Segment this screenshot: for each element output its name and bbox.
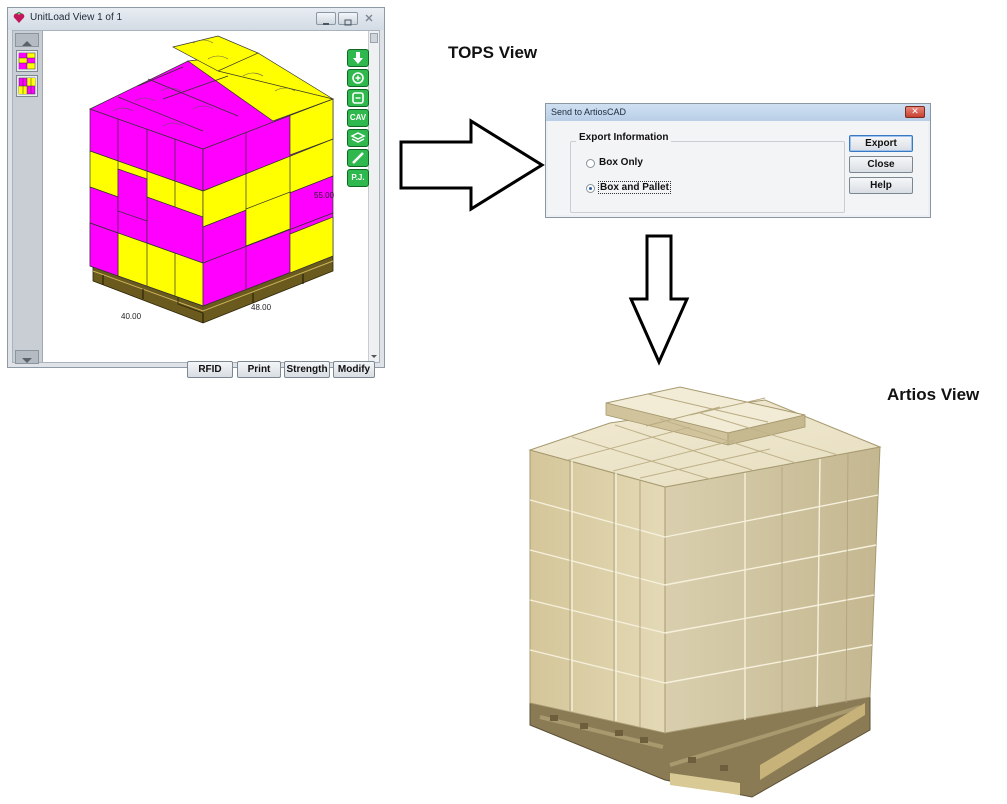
ruler-icon (352, 152, 364, 164)
strength-button[interactable]: Strength (284, 361, 330, 378)
rfid-button[interactable]: RFID (187, 361, 233, 378)
chevron-down-icon (22, 358, 32, 363)
minimize-button[interactable] (316, 12, 336, 25)
box-and-pallet-label[interactable]: Box and Pallet (598, 181, 671, 194)
zoom-in-tool[interactable] (347, 69, 369, 87)
chevron-up-icon (22, 41, 32, 46)
sidebar-scroll-down[interactable] (15, 350, 39, 364)
app-heart-icon (13, 12, 25, 23)
arrow-down-tool[interactable] (347, 49, 369, 67)
zoom-in-icon (352, 72, 364, 84)
export-information-group (570, 141, 845, 213)
pj-tool[interactable]: P.J. (347, 169, 369, 187)
sidebar-scroll-up[interactable] (15, 33, 39, 47)
dialog-body: Export Information Box Only Box and Pall… (548, 121, 928, 215)
dialog-titlebar[interactable]: Send to ArtiosCAD ✕ (546, 104, 930, 121)
depth-dimension: 48.00 (251, 303, 272, 312)
height-dimension: 55.00 (314, 191, 335, 200)
tops-view-label: TOPS View (448, 43, 538, 62)
cav-tool[interactable]: CAV (347, 109, 369, 127)
down-arrow-icon (628, 234, 690, 366)
unitload-titlebar[interactable]: UnitLoad View 1 of 1 (8, 8, 384, 30)
scrollbar-thumb[interactable] (370, 33, 378, 43)
minimize-icon (323, 23, 329, 25)
unitload-title: UnitLoad View 1 of 1 (30, 12, 123, 23)
pattern-grid-icon (18, 77, 36, 95)
zoom-out-tool[interactable] (347, 89, 369, 107)
dialog-title: Send to ArtiosCAD (551, 107, 627, 117)
close-icon[interactable] (363, 12, 375, 24)
scroll-down-icon[interactable] (369, 352, 379, 360)
pattern-grid-icon (18, 52, 36, 70)
dialog-close-button[interactable]: ✕ (905, 106, 925, 118)
close-button[interactable]: Close (849, 156, 913, 173)
send-to-artioscad-dialog: Send to ArtiosCAD ✕ Export Information B… (545, 103, 931, 218)
right-arrow-icon (399, 118, 545, 212)
layers-tool[interactable] (347, 129, 369, 147)
unitload-window: UnitLoad View 1 of 1 (7, 7, 385, 378)
pattern-thumbnail-2[interactable] (16, 75, 38, 97)
unitload-3d-view[interactable] (43, 31, 343, 356)
box-only-label[interactable]: Box Only (599, 157, 643, 168)
help-button[interactable]: Help (849, 177, 913, 194)
arrow-down-icon (353, 52, 363, 64)
box-and-pallet-radio[interactable] (586, 184, 595, 193)
vertical-scrollbar[interactable] (368, 31, 379, 362)
restore-icon (344, 19, 352, 26)
unitload-client: 55.00 40.00 48.00 CAV P.J. RFID Pri (12, 30, 380, 378)
modify-button[interactable]: Modify (333, 361, 375, 378)
close-icon: ✕ (911, 107, 919, 117)
export-information-label: Export Information (576, 132, 672, 143)
artios-3d-pallet (528, 386, 882, 798)
export-button[interactable]: Export (849, 135, 913, 152)
restore-button[interactable] (338, 12, 358, 26)
artios-view-label: Artios View (887, 385, 980, 404)
zoom-out-icon (352, 92, 364, 104)
pattern-sidebar (13, 31, 43, 364)
ruler-tool[interactable] (347, 149, 369, 167)
width-dimension: 40.00 (121, 312, 142, 321)
pattern-thumbnail-1[interactable] (16, 50, 38, 72)
layers-icon (350, 132, 366, 143)
print-button[interactable]: Print (237, 361, 281, 378)
box-only-radio[interactable] (586, 159, 595, 168)
